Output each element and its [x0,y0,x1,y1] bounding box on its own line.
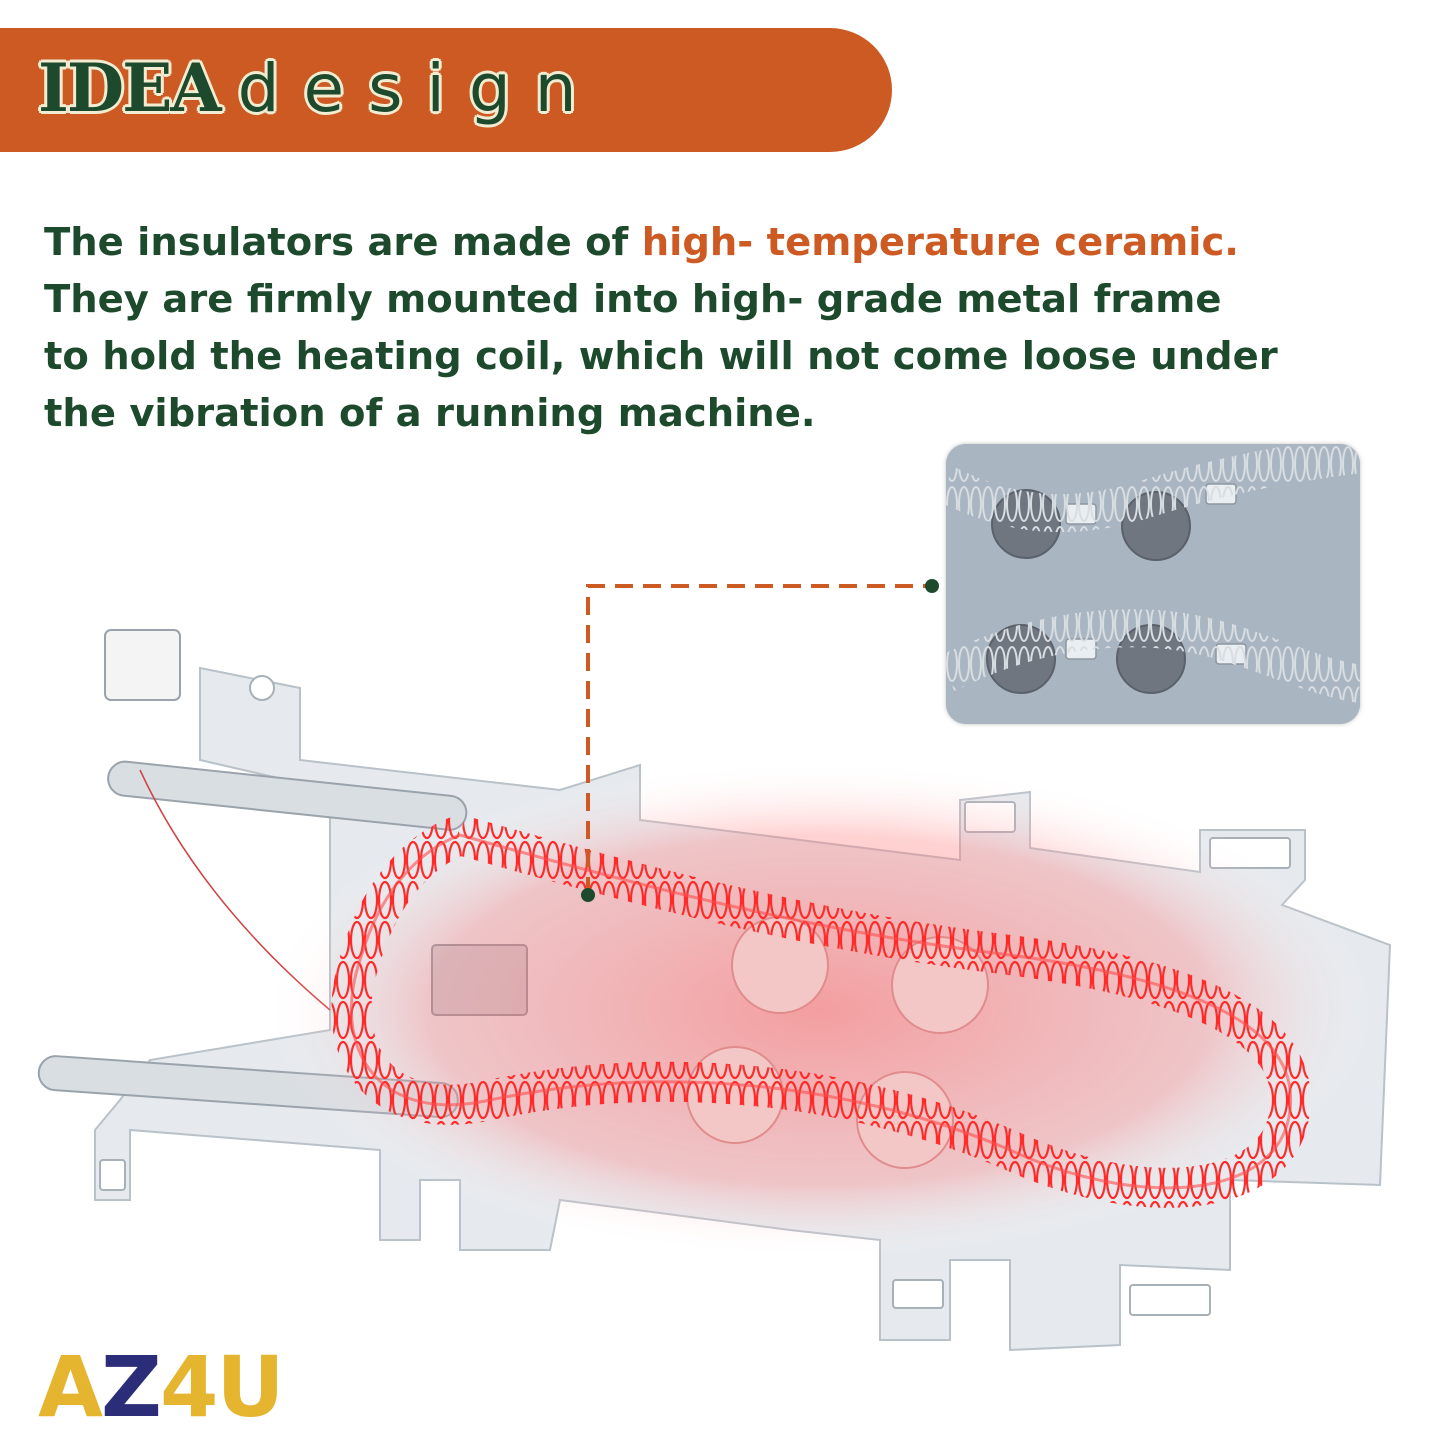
desc-line-3: to hold the heating coil, which will not… [44,334,1278,379]
frame-slot [99,1159,126,1191]
brand-design: design [237,49,601,127]
desc-highlight: high- temperature ceramic. [641,220,1239,265]
logo-part-a: A [38,1338,103,1436]
logo-part-4u: 4U [159,1338,285,1436]
product-description: The insulators are made of high- tempera… [44,214,1424,442]
brand-logo: AZ4U [38,1345,285,1429]
desc-line-4: the vibration of a running machine. [44,391,816,436]
heat-glow [260,760,1380,1260]
brand-idea: IDEA [38,49,222,127]
detail-zoom-image [946,444,1360,724]
desc-line-2: They are firmly mounted into high- grade… [44,277,1222,322]
mount-hole [249,675,275,701]
banner-title: IDEA design [38,38,601,138]
desc-line-1-text: The insulators are made of [44,220,642,265]
detail-zoom-panel [946,444,1360,724]
logo-part-z: Z [101,1338,162,1436]
heating-coil [331,815,1311,1208]
callout-line [581,579,939,902]
callout-dot [925,579,939,593]
thermal-fuse [104,629,181,701]
header-banner [0,28,892,152]
frame-slot [892,1279,944,1309]
callout-dot [581,888,595,902]
frame-slot [1129,1284,1211,1316]
desc-line-1: The insulators are made of high- tempera… [44,214,1424,271]
